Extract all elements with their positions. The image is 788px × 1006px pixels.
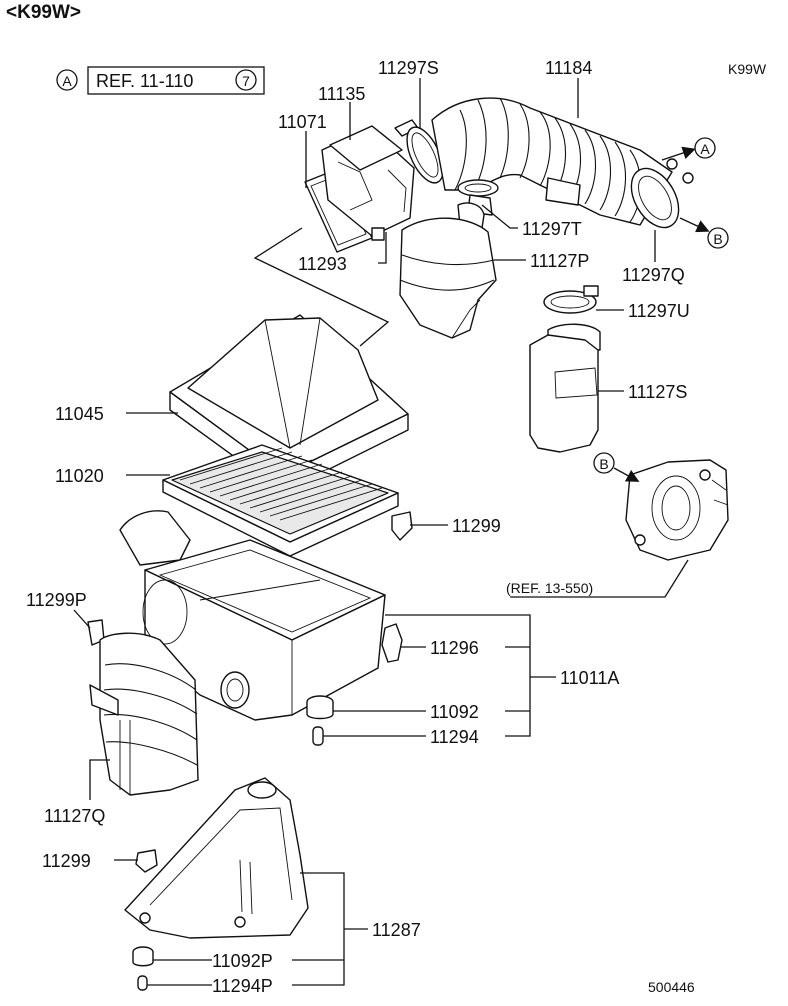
part-label-11293: 11293 — [298, 254, 347, 274]
part-label-11135: 11135 — [318, 84, 365, 104]
part-label-11045: 11045 — [55, 404, 104, 424]
part-label-11299-lower: 11299 — [42, 851, 91, 871]
duct-11127q-drawing — [89, 632, 199, 796]
part-label-11287: 11287 — [372, 920, 421, 940]
part-label-11127s: 11127S — [628, 382, 687, 402]
model-code: K99W — [728, 61, 767, 77]
clamp-11297u-drawing — [543, 285, 599, 314]
collar-11294p-drawing — [137, 975, 148, 991]
air-cleaner-case-drawing — [119, 510, 386, 721]
throttle-body-drawing — [625, 459, 729, 561]
collar-11294-drawing — [312, 726, 324, 746]
part-label-11092: 11092 — [430, 702, 479, 722]
clip-11296-drawing — [381, 623, 403, 663]
part-label-11127q: 11127Q — [44, 806, 105, 826]
air-flow-sensor-drawing — [304, 119, 419, 253]
marker-b-throttle: B — [593, 452, 615, 474]
svg-text:B: B — [713, 231, 722, 247]
marker-a-right: A — [694, 137, 716, 159]
model-header: <K99W> — [6, 2, 81, 23]
grommet-11092p-drawing — [132, 946, 154, 967]
part-label-11011a: 11011A — [560, 668, 619, 688]
ref-a-letter: A — [62, 73, 72, 89]
svg-text:A: A — [700, 141, 710, 157]
resonator-11127p-drawing — [399, 202, 497, 339]
part-label-11299: 11299 — [452, 516, 501, 536]
part-label-11071: 11071 — [278, 112, 327, 132]
air-cleaner-cover-drawing — [169, 314, 409, 493]
part-label-11184: 11184 — [545, 58, 592, 78]
part-label-11294p: 11294P — [212, 976, 273, 996]
part-label-11299p: 11299P — [26, 590, 87, 610]
part-label-11294: 11294 — [430, 727, 479, 747]
ref-13-550-label: (REF. 13-550) — [506, 580, 593, 596]
leader-lines — [73, 78, 710, 986]
part-label-11297t: 11297T — [522, 219, 582, 239]
filter-element-drawing — [162, 444, 399, 557]
resonator-11127s-drawing — [529, 323, 601, 453]
diagram-code: 500446 — [648, 979, 695, 995]
marker-b-right: B — [707, 227, 729, 249]
part-label-11297q: 11297Q — [622, 265, 685, 285]
part-label-11297u: 11297U — [628, 301, 690, 321]
part-label-11297s: 11297S — [378, 58, 439, 78]
grommet-11092-drawing — [306, 695, 334, 720]
reference-callout-a: A REF. 11-110 7 — [56, 66, 265, 95]
part-label-11092p: 11092P — [212, 951, 273, 971]
part-label-11020: 11020 — [55, 466, 104, 486]
part-label-11296: 11296 — [430, 638, 479, 658]
bolt-11299-lower-drawing — [135, 849, 158, 873]
ref-a-circle-number: 7 — [242, 73, 250, 89]
svg-text:B: B — [599, 456, 608, 472]
bracket-11287-drawing — [124, 777, 309, 939]
part-label-11127p: 11127P — [530, 251, 589, 271]
ref-a-text: REF. 11-110 — [96, 71, 193, 91]
clip-11299-drawing — [391, 511, 413, 541]
